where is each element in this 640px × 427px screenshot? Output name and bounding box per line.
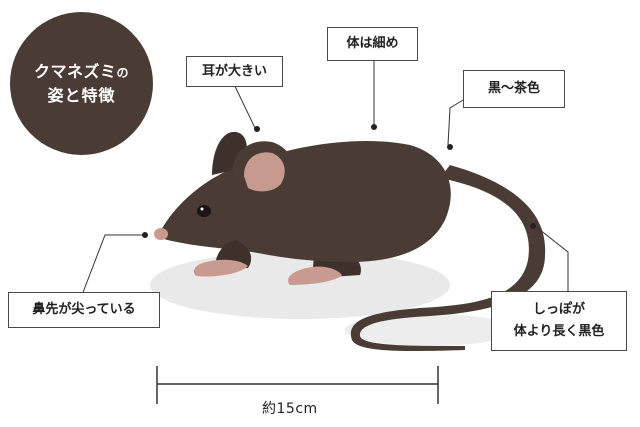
rat-nose: [154, 228, 168, 240]
title-main: クマネズミ: [33, 62, 117, 82]
rat-ear-inner: [244, 152, 285, 192]
label-body: 体は細め: [327, 27, 418, 61]
title-particle: の: [116, 66, 130, 81]
label-nose: 鼻先が尖っている: [8, 292, 160, 328]
label-tail-line2: 体より長く黒色: [513, 324, 605, 339]
title-rest: 姿と特徴: [47, 85, 116, 105]
label-tail: しっぽが 体より長く黒色: [491, 291, 627, 351]
label-tail-line1: しっぽが: [532, 302, 585, 317]
ground-shadow-tail: [345, 314, 515, 346]
ground-shadow: [150, 251, 450, 319]
rat-eye: [197, 205, 211, 217]
size-label: 約15cm: [262, 401, 318, 417]
leader-dots: [142, 124, 536, 238]
rat-back-paw: [288, 266, 342, 285]
label-ears: 耳が大きい: [186, 56, 283, 87]
leader-lines: [81, 60, 569, 296]
rat-body: [160, 140, 451, 262]
rat-front-paw: [193, 259, 248, 277]
label-color: 黒～茶色: [463, 70, 565, 108]
size-bracket: [156, 366, 439, 404]
title-badge: クマネズミの 姿と特徴: [10, 12, 153, 155]
